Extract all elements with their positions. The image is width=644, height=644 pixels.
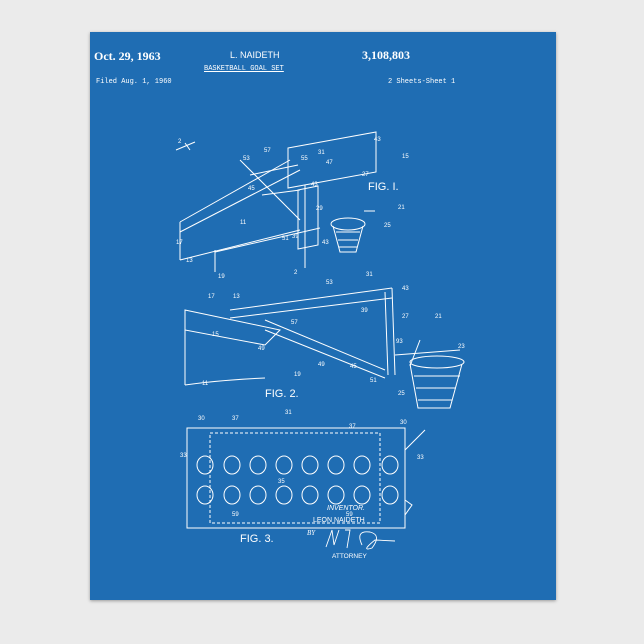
reference-numeral: 39 bbox=[292, 234, 299, 240]
plate-hole bbox=[354, 486, 370, 504]
fig1-drawing bbox=[176, 132, 376, 272]
reference-numeral: 53 bbox=[243, 156, 250, 162]
plate-hole bbox=[328, 456, 344, 474]
reference-numeral: 25 bbox=[398, 391, 405, 397]
fig2-label: FIG. 2. bbox=[265, 388, 299, 400]
reference-numeral: 27 bbox=[402, 314, 409, 320]
reference-numeral: 2 bbox=[294, 270, 298, 276]
reference-numeral: 55 bbox=[301, 156, 308, 162]
reference-numeral: 30 bbox=[198, 416, 205, 422]
inventor-label: INVENTOR. bbox=[327, 505, 365, 513]
reference-numeral: 15 bbox=[212, 332, 219, 338]
reference-numeral: 15 bbox=[402, 154, 409, 160]
reference-numeral: 25 bbox=[384, 223, 391, 229]
reference-numeral: 49 bbox=[258, 346, 265, 352]
plate-hole bbox=[197, 456, 213, 474]
plate-hole bbox=[224, 456, 240, 474]
reference-numeral: 93 bbox=[396, 339, 403, 345]
fig3-drawing bbox=[187, 428, 425, 528]
fig1-label: FIG. I. bbox=[368, 181, 399, 193]
plate-hole bbox=[276, 456, 292, 474]
reference-numeral: 49 bbox=[318, 362, 325, 368]
reference-numeral: 19 bbox=[294, 372, 301, 378]
by-label: BY bbox=[307, 530, 315, 538]
reference-numeral: 51 bbox=[370, 378, 377, 384]
fig3-label: FIG. 3. bbox=[240, 533, 274, 545]
reference-numeral: 33 bbox=[180, 453, 187, 459]
plate-hole bbox=[302, 456, 318, 474]
reference-numeral: 31 bbox=[366, 272, 373, 278]
reference-numeral: 13 bbox=[233, 294, 240, 300]
attorney-label: ATTORNEY bbox=[332, 553, 367, 560]
reference-numeral: 33 bbox=[417, 455, 424, 461]
reference-numeral: 43 bbox=[402, 286, 409, 292]
reference-numeral: 21 bbox=[435, 314, 442, 320]
plate-hole bbox=[302, 486, 318, 504]
reference-numeral: 51 bbox=[282, 236, 289, 242]
plate-hole bbox=[382, 486, 398, 504]
reference-numeral: 11 bbox=[240, 220, 247, 226]
reference-numeral: 11 bbox=[202, 381, 209, 387]
reference-numeral: 57 bbox=[291, 320, 298, 326]
plate-hole bbox=[197, 486, 213, 504]
reference-numeral: 45 bbox=[248, 186, 255, 192]
reference-numeral: 43 bbox=[311, 182, 318, 188]
plate-hole bbox=[382, 456, 398, 474]
reference-numeral: 45 bbox=[350, 364, 357, 370]
reference-numeral: 53 bbox=[326, 280, 333, 286]
reference-numeral: 37 bbox=[349, 424, 356, 430]
reference-numeral: 43 bbox=[322, 240, 329, 246]
reference-numeral: 29 bbox=[316, 206, 323, 212]
reference-numeral: 47 bbox=[326, 160, 333, 166]
plate-hole bbox=[276, 486, 292, 504]
reference-numeral: 39 bbox=[361, 308, 368, 314]
plate-hole bbox=[328, 486, 344, 504]
reference-numeral: 17 bbox=[208, 294, 215, 300]
reference-numeral: 17 bbox=[176, 240, 183, 246]
reference-numeral: 19 bbox=[218, 274, 225, 280]
reference-numeral: 35 bbox=[278, 479, 285, 485]
reference-numeral: 21 bbox=[398, 205, 405, 211]
fig2-drawing bbox=[185, 288, 464, 408]
reference-numeral: 2 bbox=[178, 139, 182, 145]
reference-numeral: 23 bbox=[458, 344, 465, 350]
reference-numeral: 31 bbox=[318, 150, 325, 156]
inventor-name: LEON NAIDETH bbox=[313, 517, 365, 525]
reference-numeral: 30 bbox=[400, 420, 407, 426]
plate-hole bbox=[224, 486, 240, 504]
plate-hole bbox=[250, 456, 266, 474]
attorney-signature bbox=[326, 530, 395, 549]
reference-numeral: 13 bbox=[186, 258, 193, 264]
reference-numeral: 31 bbox=[285, 410, 292, 416]
reference-numeral: 27 bbox=[362, 172, 369, 178]
reference-numeral: 43 bbox=[374, 137, 381, 143]
plate-hole bbox=[354, 456, 370, 474]
reference-numeral: 59 bbox=[232, 512, 239, 518]
reference-numeral: 37 bbox=[232, 416, 239, 422]
plate-hole bbox=[250, 486, 266, 504]
reference-numeral: 57 bbox=[264, 148, 271, 154]
